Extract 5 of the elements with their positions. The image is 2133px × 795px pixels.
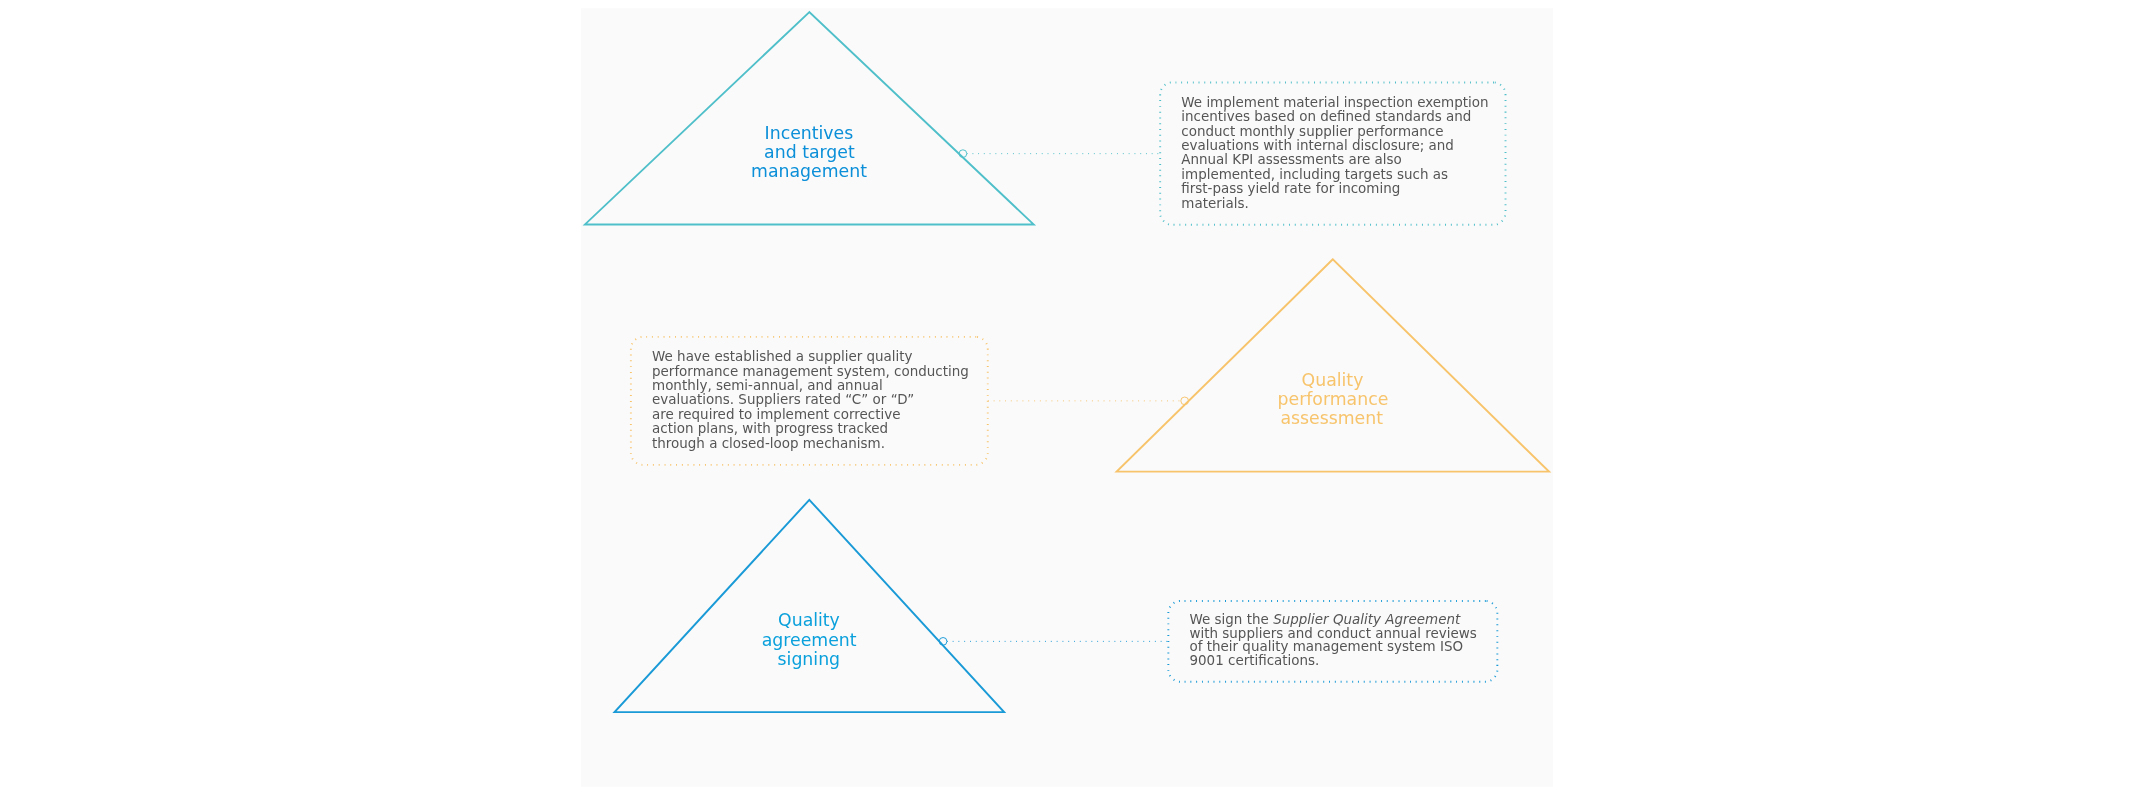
node-box: We have established a supplier quality performance management system, conducting monthly, semi-annual, and annual evaluations. Suppliers rated “C” or “D” are required to implement corrective action plans, with progress tracked through a closed-loop mechanism. [629, 335, 989, 466]
connector [987, 396, 1189, 406]
connector [958, 149, 1160, 158]
node-box: We implement material inspection exemption incentives based on defined standards and conduct monthly supplier performance evaluations with internal disclosure; and Annual KPI assessments are also implemented, including targets such as first-pass yield rate for incoming materials. [1158, 81, 1506, 226]
node-box: We sign the Supplier Quality Agreement with suppliers and conduct annual reviews of their quality management system ISO 9001 certifications. [1166, 600, 1498, 683]
